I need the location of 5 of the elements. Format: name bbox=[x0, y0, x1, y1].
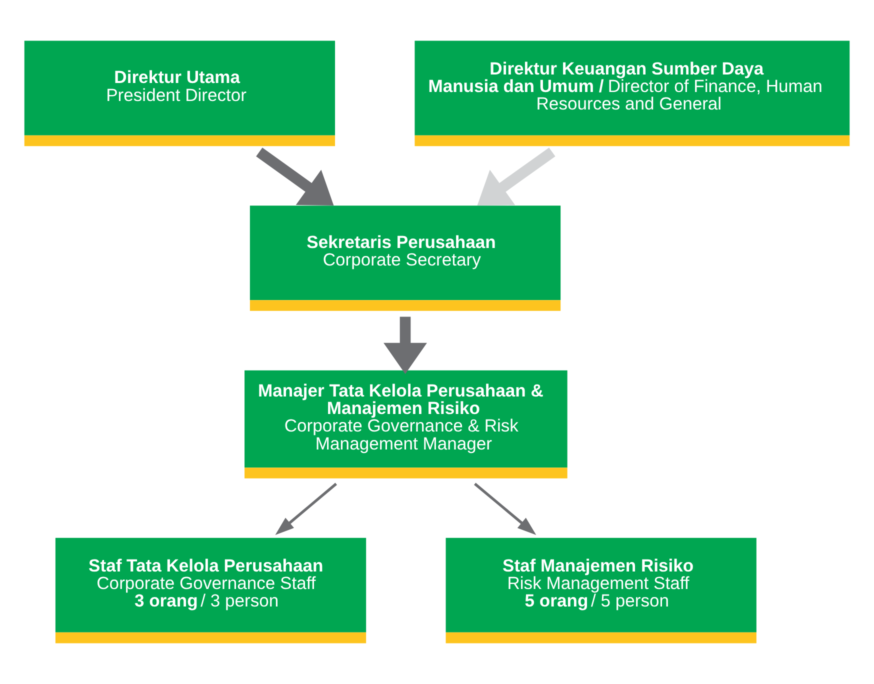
arrow bbox=[474, 482, 536, 535]
arrow bbox=[256, 148, 334, 206]
arrow bbox=[477, 148, 556, 206]
arrow bbox=[275, 482, 338, 535]
arrow bbox=[384, 316, 427, 374]
